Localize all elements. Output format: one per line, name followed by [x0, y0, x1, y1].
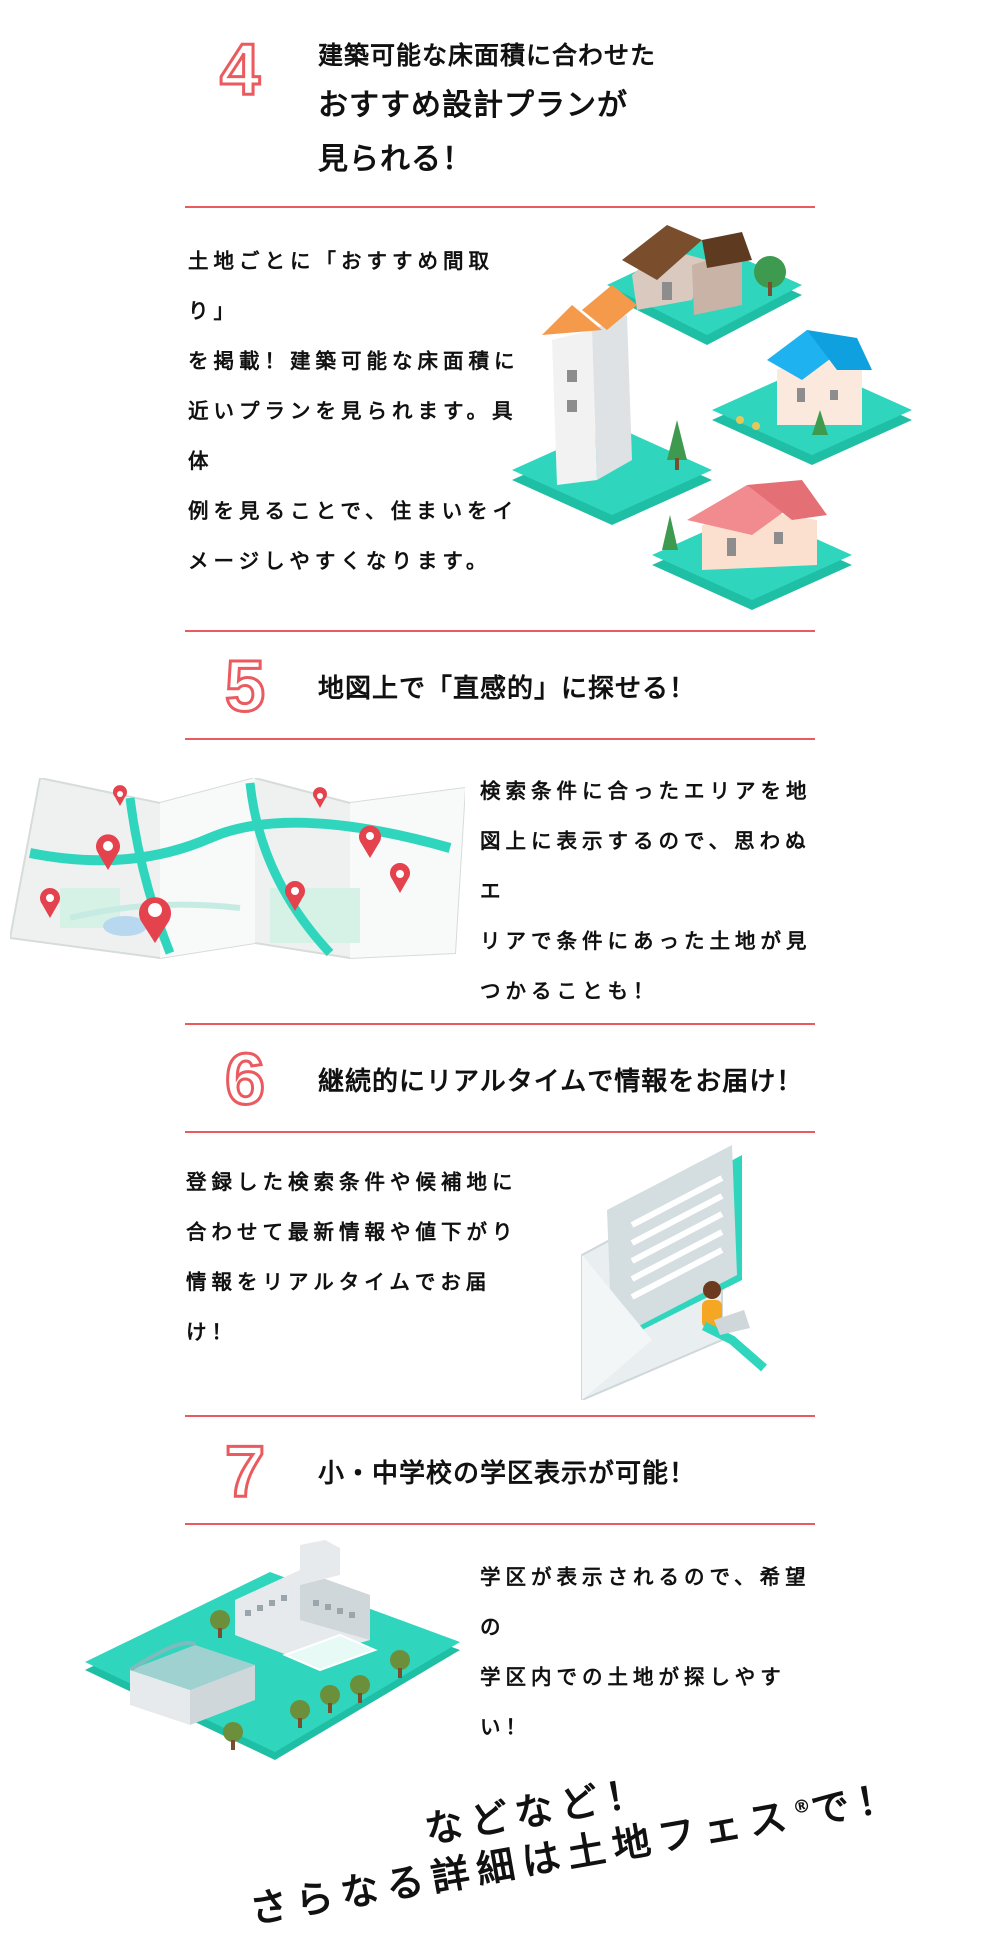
map-pin-icon — [96, 834, 120, 870]
section-6-top-divider — [185, 1023, 815, 1025]
section-4-title-line-3: 見られる！ — [318, 142, 473, 177]
tree-icon — [350, 1675, 370, 1703]
section-7-top-divider — [185, 1415, 815, 1417]
section-6-number: 6 — [223, 1040, 266, 1120]
map-pin-icon — [113, 785, 128, 806]
section-7-title: 小・中学校の学区表示が可能！ — [318, 1459, 697, 1489]
school-illustration — [85, 1540, 460, 1760]
section-7-bottom-divider — [185, 1523, 815, 1525]
section-4-number: 4 — [218, 30, 261, 110]
section-5-top-divider — [185, 630, 815, 632]
section-5-body: 検索条件に合ったエリアを地 図上に表示するので、思わぬエ リアで条件にあった土地… — [480, 779, 812, 1003]
section-7-number: 7 — [223, 1432, 266, 1512]
tree-icon — [210, 1610, 230, 1638]
tree-icon — [320, 1685, 340, 1713]
tree-icon — [390, 1650, 410, 1678]
mail-illustration — [581, 1145, 767, 1400]
section-7-body: 学区が表示されるので、希望の 学区内での土地が探しやす い！ — [480, 1565, 811, 1739]
tree-icon — [223, 1722, 243, 1750]
houses-illustration — [512, 225, 912, 610]
section-4-divider — [185, 206, 815, 208]
map-illustration — [10, 778, 465, 960]
closing-line-2-tail: で！ — [807, 1773, 907, 1834]
house-blue-roof — [712, 330, 912, 465]
map-pin-icon — [285, 881, 305, 911]
map-pin-icon — [390, 863, 410, 893]
map-pin-icon — [139, 897, 172, 943]
section-5-title: 地図上で「直感的」に探せる！ — [318, 674, 697, 704]
section-6-bottom-divider — [185, 1131, 815, 1133]
section-5-bottom-divider — [185, 738, 815, 740]
section-4-title-line-1: 建築可能な床面積に合わせた — [318, 41, 657, 70]
section-4-title-line-2: おすすめ設計プランが — [318, 88, 628, 123]
section-4-body: 土地ごとに「おすすめ間取り」 を掲載！建築可能な床面積に 近いプランを見られます… — [188, 249, 520, 573]
house-brown-roof — [607, 225, 802, 345]
map-pin-icon — [358, 825, 381, 858]
section-6-title: 継続的にリアルタイムで情報をお届け！ — [318, 1067, 804, 1097]
map-pin-icon — [313, 787, 327, 808]
tree-icon — [290, 1700, 310, 1728]
section-5-number: 5 — [223, 647, 266, 727]
person-with-laptop — [701, 1281, 767, 1372]
house-orange-roof — [512, 285, 712, 525]
house-pink-roof — [652, 480, 852, 610]
map-pin-icon — [40, 888, 60, 918]
section-6-body: 登録した検索条件や候補地に 合わせて最新情報や値下がり 情報をリアルタイムでお届… — [186, 1170, 518, 1344]
